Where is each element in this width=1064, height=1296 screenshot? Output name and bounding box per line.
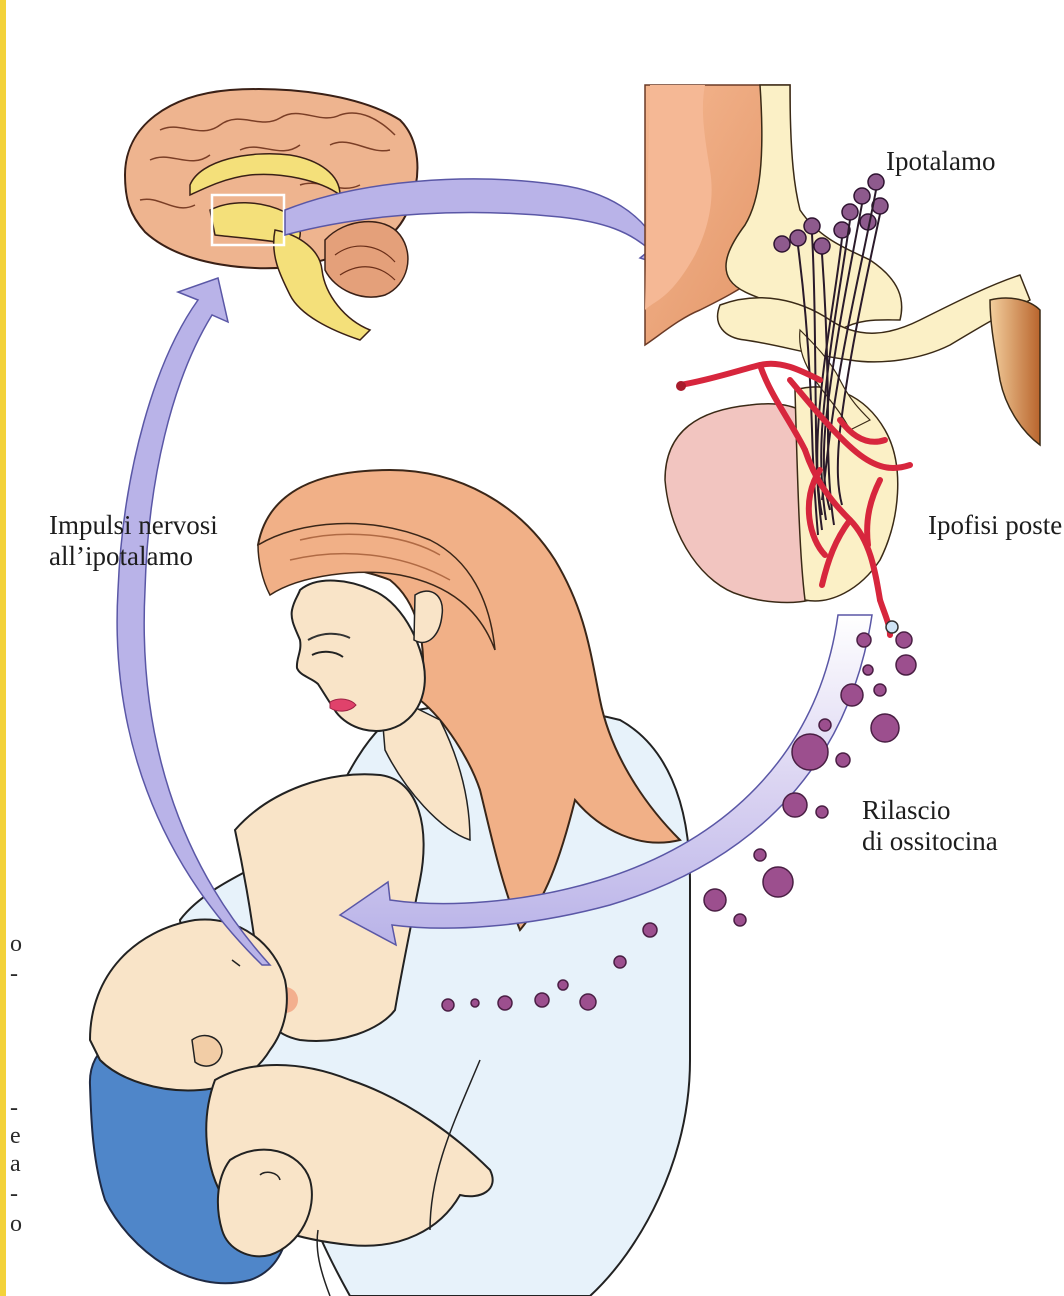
label-posterior-pituitary: Ipofisi poste [928,510,1062,541]
label-nerve-impulses-line1: Impulsi nervosi [49,510,218,541]
label-oxytocin-release: Rilascio di ossitocina [862,795,998,857]
margin-fragment: - [10,1182,18,1206]
margin-fragment: - [10,962,18,986]
margin-fragment: a [10,1152,21,1176]
margin-fragment: e [10,1124,21,1148]
margin-fragment: - [10,1096,18,1120]
vessel-cross-section [886,621,898,633]
label-posterior-pituitary-text: Ipofisi poste [928,510,1062,541]
baby-head [90,919,287,1090]
label-oxytocin-release-line2: di ossitocina [862,826,998,857]
label-nerve-impulses: Impulsi nervosi all’ipotalamo [49,510,218,572]
mother-hand [218,1150,312,1257]
label-nerve-impulses-line2: all’ipotalamo [49,541,218,572]
brain-cerebellum [325,222,408,297]
label-oxytocin-release-line1: Rilascio [862,795,998,826]
label-hypothalamus: Ipotalamo [886,146,995,177]
mother-face [292,581,425,731]
baby-ear [192,1036,222,1067]
label-hypothalamus-text: Ipotalamo [886,146,995,177]
margin-fragment: o [10,932,22,956]
margin-fragment: o [10,1212,22,1236]
